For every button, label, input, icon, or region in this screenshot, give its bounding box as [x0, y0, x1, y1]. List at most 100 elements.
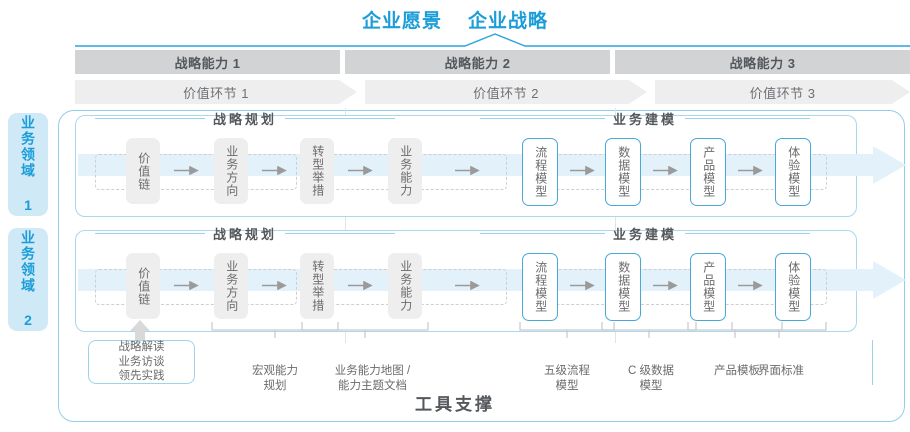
row-1-node-experience-model[interactable]: 体验模型 — [775, 138, 811, 206]
framework-outer-container — [58, 110, 905, 422]
row-2-node-business-direction-label: 业务方向 — [224, 260, 239, 312]
row-2-node-business-capability-label: 业务能力 — [398, 260, 413, 312]
row-1-node-transformation-label: 转型举措 — [310, 145, 325, 197]
row-2-node-data-model[interactable]: 数据模型 — [605, 253, 641, 321]
row-2-arrow-icon-3 — [348, 281, 373, 290]
tool-label-data-model-text: C 级数据 模型 — [628, 364, 674, 393]
row-1-modeling-title: 业务建模 — [613, 111, 678, 127]
row-1-arrow-icon-3 — [348, 166, 373, 175]
value-link-3-label: 价值环节 3 — [749, 85, 816, 101]
strategy-input-arrow-icon — [130, 320, 150, 342]
row-1-arrow-icon-4 — [455, 166, 480, 175]
tool-label-product-template-text: 产品模板 — [714, 364, 760, 377]
row-2-node-process-model-label: 流程模型 — [533, 261, 548, 313]
row-2-node-transformation[interactable]: 转型举措 — [300, 253, 334, 319]
column-divider-1 — [345, 108, 346, 343]
domain-label-1: 业务领域 1 — [8, 113, 48, 216]
row-2-dashed-track-left — [95, 269, 297, 305]
domain-label-1-text: 业务领域 1 — [20, 114, 36, 215]
row-1-arrow-icon-1 — [174, 166, 199, 175]
row-1-dashed-track-left — [95, 154, 297, 190]
modeling-rule-right-2 — [685, 232, 811, 234]
row-1-node-transformation[interactable]: 转型举措 — [300, 138, 334, 204]
tool-label-box-strategy[interactable]: 战略解读 业务访谈 领先实践 — [88, 340, 195, 384]
capability-bar-3-label: 战略能力 3 — [729, 55, 796, 71]
value-link-3: 价值环节 3 — [655, 80, 910, 104]
modeling-rule-left-2 — [480, 232, 605, 234]
vision-peak-connector — [75, 33, 910, 47]
row-2-modeling-title: 业务建模 — [613, 226, 678, 242]
row-1-planning-title: 战略规划 — [213, 111, 278, 127]
row-1-node-business-direction-label: 业务方向 — [224, 145, 239, 197]
row-2-arrow-icon-4 — [455, 281, 480, 290]
row-1-arrow-icon-5 — [570, 166, 595, 175]
row-2-modeling-section: 业务建模 — [480, 225, 811, 242]
row-1-node-value-chain[interactable]: 价值链 — [126, 138, 160, 204]
row-2-node-experience-model[interactable]: 体验模型 — [775, 253, 811, 321]
domain-label-2-text: 业务领域 2 — [20, 229, 36, 330]
row-1-node-process-model[interactable]: 流程模型 — [522, 138, 558, 206]
chevron-notch-icon-2 — [629, 80, 655, 104]
row-2-node-business-capability[interactable]: 业务能力 — [388, 253, 422, 319]
row-1-node-process-model-label: 流程模型 — [533, 146, 548, 198]
bracket-process-model — [519, 322, 615, 338]
tool-label-ui-standard-text: 界面标准 — [758, 364, 804, 377]
tool-label-capability-map-text: 业务能力地图 / 能力主题文档 — [334, 364, 411, 393]
tool-label-strategy-text: 战略解读 业务访谈 领先实践 — [118, 340, 165, 383]
row-1-node-product-model[interactable]: 产品模型 — [690, 138, 726, 206]
row-2-arrow-icon-7 — [738, 281, 763, 290]
row-1-node-business-direction[interactable]: 业务方向 — [214, 138, 248, 204]
capability-bar-1: 战略能力 1 — [75, 50, 340, 74]
row-2-node-data-model-label: 数据模型 — [616, 261, 631, 313]
bracket-macro-capability — [211, 322, 339, 338]
chevron-notch-icon-1 — [339, 80, 365, 104]
tool-label-macro-capability: 宏观能力 规划 — [215, 348, 335, 395]
row-1-node-business-capability-label: 业务能力 — [398, 145, 413, 197]
value-link-2-label: 价值环节 2 — [473, 85, 539, 101]
row-2-planning-title: 战略规划 — [213, 226, 278, 242]
row-1-node-value-chain-label: 价值链 — [136, 151, 151, 191]
tool-label-ui-standard: 界面标准 — [726, 348, 836, 379]
row-2-node-value-chain[interactable]: 价值链 — [126, 253, 160, 319]
row-1-node-data-model[interactable]: 数据模型 — [605, 138, 641, 206]
bracket-capability-map — [301, 322, 429, 338]
tool-label-process-model-text: 五级流程 模型 — [544, 364, 590, 393]
row-2-node-product-model-label: 产品模型 — [701, 261, 716, 313]
value-link-1: 价值环节 1 — [75, 80, 357, 104]
column-divider-2 — [615, 108, 616, 343]
row-1-modeling-section: 业务建模 — [480, 110, 811, 127]
row-1-node-data-model-label: 数据模型 — [616, 146, 631, 198]
planning-rule-right-1 — [285, 117, 396, 119]
tool-label-product-template: 产品模板 — [682, 348, 792, 379]
capability-bar-1-label: 战略能力 1 — [174, 55, 241, 71]
row-2-arrow-icon-1 — [174, 281, 199, 290]
capability-bar-2: 战略能力 2 — [345, 50, 610, 74]
tool-label-macro-capability-text: 宏观能力 规划 — [252, 364, 298, 393]
row-2-node-value-chain-label: 价值链 — [136, 266, 151, 306]
planning-rule-right-2 — [285, 232, 396, 234]
tool-label-data-model: C 级数据 模型 — [596, 348, 706, 395]
row-2-node-process-model[interactable]: 流程模型 — [522, 253, 558, 321]
vision-strategy-header: 企业愿景 企业战略 — [0, 4, 910, 34]
modeling-rule-right-1 — [685, 117, 811, 119]
row-2-arrow-icon-2 — [262, 281, 287, 290]
row-1-arrow-icon-6 — [653, 166, 678, 175]
row-2-arrow-icon-6 — [653, 281, 678, 290]
row-2-node-product-model[interactable]: 产品模型 — [690, 253, 726, 321]
row-2-node-transformation-label: 转型举措 — [310, 260, 325, 312]
row-2-node-experience-model-label: 体验模型 — [786, 261, 801, 313]
row-1-node-product-model-label: 产品模型 — [701, 146, 716, 198]
chevron-notch-icon-3 — [892, 80, 910, 104]
tool-support-title: 工具支撑 — [415, 395, 495, 414]
row-1-arrow-icon-7 — [738, 166, 763, 175]
row-1-node-experience-model-label: 体验模型 — [786, 146, 801, 198]
modeling-rule-left-1 — [480, 117, 605, 119]
domain-label-2: 业务领域 2 — [8, 228, 48, 331]
tool-label-capability-map: 业务能力地图 / 能力主题文档 — [305, 348, 440, 395]
row-1-node-business-capability[interactable]: 业务能力 — [388, 138, 422, 204]
planning-rule-left-1 — [95, 117, 205, 119]
planning-rule-left-2 — [95, 232, 205, 234]
row-2-node-business-direction[interactable]: 业务方向 — [214, 253, 248, 319]
value-link-1-label: 价值环节 1 — [183, 85, 249, 101]
